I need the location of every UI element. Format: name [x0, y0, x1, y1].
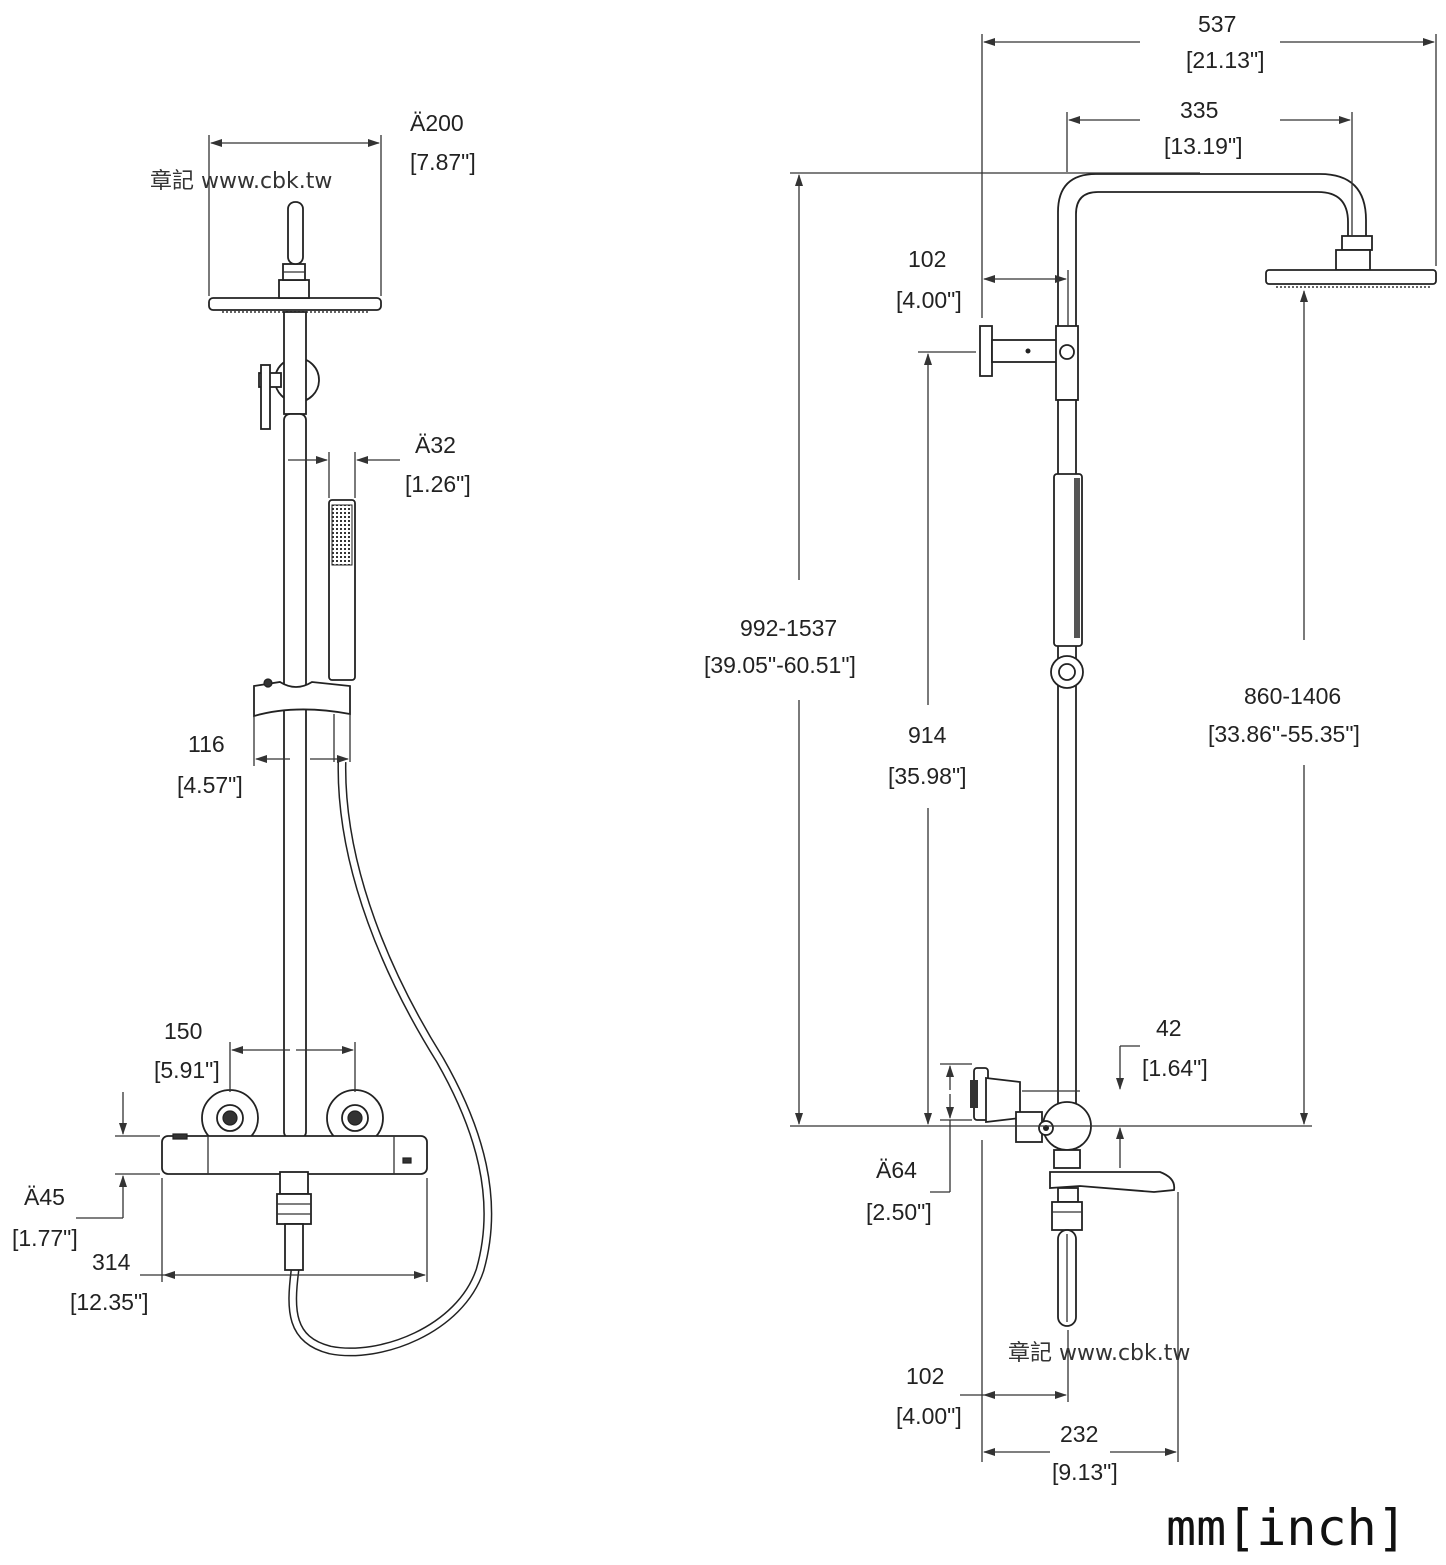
- dim-bracket-height-mm: 914: [908, 722, 947, 748]
- dim-wall-to-bar-top-mm: 102: [908, 246, 946, 272]
- side-view: 537 [21.13"] 335 [13.19"] 102 [4.00"] 99…: [704, 11, 1437, 1485]
- bath-spout: [1049, 1149, 1176, 1327]
- dim-spout-reach-inch: [9.13"]: [1052, 1459, 1118, 1485]
- watermark-bottom: 章記 www.cbk.tw: [1008, 1341, 1190, 1366]
- hand-shower-side: [1050, 473, 1084, 689]
- dim-arm-length-mm: 335: [1180, 97, 1218, 123]
- dim-bar-to-hand-inch: [4.57"]: [177, 772, 243, 798]
- dim-spout-reach-mm: 232: [1060, 1421, 1098, 1447]
- hose: [288, 761, 493, 1357]
- dim-wall-to-bar-bottom-mm: 102: [906, 1363, 944, 1389]
- front-dimensions: [76, 135, 428, 1282]
- dim-head-height-inch: [33.86"-55.35"]: [1208, 721, 1360, 747]
- dim-overall-depth-inch: [21.13"]: [1186, 47, 1265, 73]
- dim-body-width-inch: [12.35"]: [70, 1289, 149, 1315]
- shower-arm: [1057, 173, 1373, 326]
- dim-body-diameter-inch: [1.77"]: [12, 1225, 78, 1251]
- rain-shower-head-side: [1265, 269, 1437, 288]
- upper-column: [283, 311, 307, 415]
- hand-shower: [328, 499, 356, 681]
- dim-hand-shower-diameter-mm: Ä32: [415, 432, 456, 458]
- unit-label: mm[inch]: [1166, 1499, 1407, 1557]
- thermostatic-body: [161, 1089, 428, 1271]
- dim-inlet-spacing-inch: [5.91"]: [154, 1057, 220, 1083]
- dim-bar-to-hand-mm: 116: [188, 731, 225, 757]
- dim-flange-diameter-mm: Ä64: [876, 1157, 917, 1183]
- upper-wall-bracket: [979, 325, 1079, 401]
- dim-head-diameter-mm: Ä200: [410, 110, 464, 136]
- dim-body-diameter-mm: Ä45: [24, 1184, 65, 1210]
- slide-bracket: [253, 678, 351, 762]
- dim-total-height-inch: [39.05"-60.51"]: [704, 652, 856, 678]
- dim-hand-shower-diameter-inch: [1.26"]: [405, 471, 471, 497]
- valve-side: [970, 1067, 1092, 1151]
- dim-wall-to-bar-bottom-inch: [4.00"]: [896, 1403, 962, 1429]
- dim-valve-offset-mm: 42: [1156, 1015, 1182, 1041]
- dim-overall-depth-mm: 537: [1198, 11, 1236, 37]
- riser-bar: [283, 413, 307, 1139]
- watermark-top: 章記 www.cbk.tw: [150, 169, 332, 194]
- dim-valve-offset-inch: [1.64"]: [1142, 1055, 1208, 1081]
- dim-body-width-mm: 314: [92, 1249, 131, 1275]
- dim-bracket-height-inch: [35.98"]: [888, 763, 967, 789]
- dim-inlet-spacing-mm: 150: [164, 1018, 202, 1044]
- dim-wall-to-bar-top-inch: [4.00"]: [896, 287, 962, 313]
- front-view: Ä200 [7.87"] Ä32 [1.26"] 116 [4.57"] 150…: [12, 110, 493, 1357]
- dim-head-height-mm: 860-1406: [1244, 683, 1341, 709]
- rain-shower-head: [208, 201, 382, 313]
- dim-arm-length-inch: [13.19"]: [1164, 133, 1243, 159]
- dim-total-height-mm: 992-1537: [740, 615, 837, 641]
- dim-head-diameter-inch: [7.87"]: [410, 149, 476, 175]
- dim-flange-diameter-inch: [2.50"]: [866, 1199, 932, 1225]
- side-dimensions: [790, 34, 1437, 1462]
